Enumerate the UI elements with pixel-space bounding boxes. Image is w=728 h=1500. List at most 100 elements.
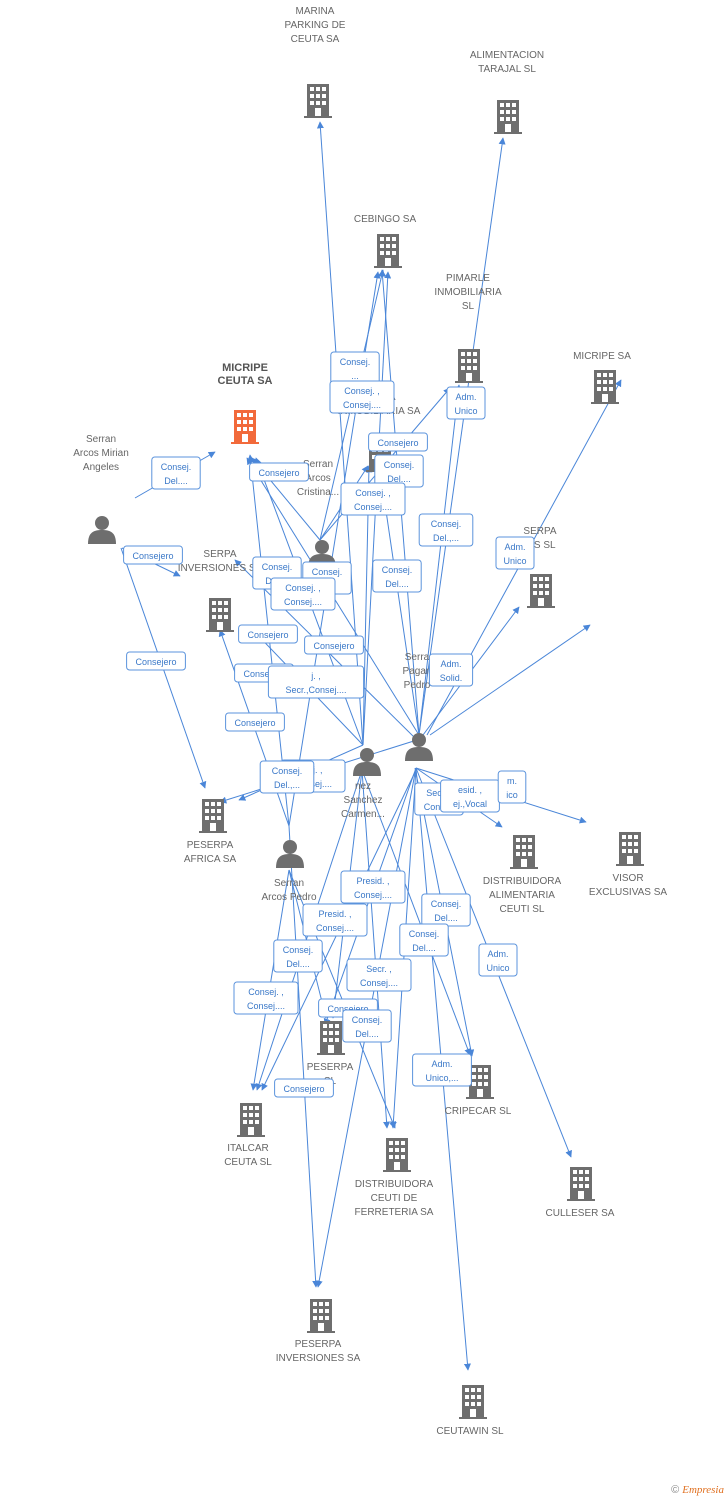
- edge-label-box: [274, 1078, 334, 1098]
- edge-role-label[interactable]: esid. ,ej.,Vocal: [440, 779, 500, 813]
- edge-role-label[interactable]: Consej....: [330, 351, 380, 385]
- edge-role-label[interactable]: Consej. ,Consej....: [329, 380, 395, 414]
- edge-label-box: [329, 380, 395, 414]
- edge-label-text: Del....: [164, 476, 188, 486]
- edge-role-label[interactable]: Presid. ,Consej....: [340, 870, 406, 904]
- edge-role-label[interactable]: Consej.Del....: [273, 939, 323, 973]
- company-label: FERRETERIA SA: [355, 1207, 434, 1218]
- edge-label-box: [346, 958, 412, 992]
- edge-role-label[interactable]: Consejero: [249, 462, 309, 482]
- building-icon: [199, 799, 227, 833]
- edge-label-text: Consej....: [354, 890, 392, 900]
- edge-role-label[interactable]: Consejero: [238, 624, 298, 644]
- edge-label-box: [428, 653, 474, 687]
- edge-label-text: Consej.: [431, 899, 462, 909]
- footer-brand[interactable]: © Empresia: [671, 1484, 724, 1496]
- edge-label-text: Del....: [412, 943, 436, 953]
- edge-role-label[interactable]: Adm.Unico: [478, 943, 518, 977]
- company-label: TARAJAL SL: [478, 64, 536, 75]
- company-label: SL: [462, 301, 475, 312]
- company-label: EXCLUSIVAS SA: [589, 887, 668, 898]
- edge-role-label[interactable]: Consej.Del.,...: [259, 760, 315, 794]
- edge-label-text: Solid.: [440, 673, 463, 683]
- edge-label-text: Consej.: [312, 567, 343, 577]
- company-node-culleser[interactable]: CULLESER SA: [546, 1167, 615, 1219]
- person-label: Serran: [303, 459, 333, 470]
- edge-label-text: Consej....: [354, 502, 392, 512]
- edge-role-label[interactable]: Consej.Del....: [151, 456, 201, 490]
- edge-role-label[interactable]: Consej.Del....: [399, 923, 449, 957]
- person-node-cristina[interactable]: SerranArcosCristina...: [297, 459, 339, 568]
- edge-label-box: [270, 577, 336, 611]
- edge-role-label[interactable]: Consej. ,Consej....: [233, 981, 299, 1015]
- person-node-carmen[interactable]: nezSanchezCarmen...: [341, 748, 385, 820]
- edge-label-text: Consej. ,: [285, 583, 321, 593]
- edge-label-text: Consejero: [313, 641, 354, 651]
- edge-label-box: [418, 513, 474, 547]
- edge-label-box: [273, 939, 323, 973]
- edge-role-label[interactable]: Consejero: [126, 651, 186, 671]
- edge-role-label[interactable]: Consej.Del.,...: [418, 513, 474, 547]
- edge-role-label[interactable]: Consej.Del....: [374, 454, 424, 488]
- edge-role-label[interactable]: Secr. ,Consej....: [346, 958, 412, 992]
- edge-label-box: [233, 981, 299, 1015]
- company-label: MICRIPE: [222, 362, 268, 374]
- edge-role-label[interactable]: Consej.Del....: [372, 559, 422, 593]
- edge-role-label[interactable]: Consej. ,Consej....: [340, 482, 406, 516]
- edge-role-label[interactable]: Consejero: [274, 1078, 334, 1098]
- person-label: Pedro: [404, 680, 431, 691]
- edge-label-box: [446, 386, 486, 420]
- edge-label-box: [304, 635, 364, 655]
- edge-role-label[interactable]: Adm.Unico: [495, 536, 535, 570]
- edge-label-box: [497, 770, 527, 804]
- edge-role-label[interactable]: Consej.Del....: [342, 1009, 392, 1043]
- person-icon: [276, 840, 304, 868]
- person-icon: [88, 516, 116, 544]
- edge-role-label[interactable]: Adm.Unico: [446, 386, 486, 420]
- company-label: CEUTA SA: [218, 375, 273, 387]
- edge-label-text: Consej....: [316, 923, 354, 933]
- edge-label-text: Consej.: [272, 766, 303, 776]
- company-node-ceutawin[interactable]: CEUTAWIN SL: [436, 1385, 504, 1437]
- company-node-cripecar[interactable]: CRIPECAR SL: [445, 1065, 512, 1117]
- company-node-cebingo[interactable]: CEBINGO SA: [354, 214, 417, 268]
- edge-role-label[interactable]: Presid. ,Consej....: [302, 903, 368, 937]
- edge-label-text: Secr.,Consej....: [285, 685, 346, 695]
- edge-role-label[interactable]: Consej. Del....: [421, 893, 471, 927]
- edge-label-text: Consej....: [284, 597, 322, 607]
- person-label: Arcos Pedro: [261, 892, 316, 903]
- edge-label-box: [267, 665, 365, 699]
- edge-label-text: Del....: [434, 913, 458, 923]
- company-label: PESERPA: [187, 840, 234, 851]
- edge-role-label[interactable]: Adm.Solid.: [428, 653, 474, 687]
- edge-role-label[interactable]: Consejero: [225, 712, 285, 732]
- company-label: PARKING DE: [285, 20, 346, 31]
- edge-role-label[interactable]: Consejero: [123, 545, 183, 565]
- edge-role-label[interactable]: Adm.Unico,...: [412, 1053, 472, 1087]
- edge-label-text: Unico: [503, 556, 526, 566]
- edge-label-box: [340, 870, 406, 904]
- edge-role-label[interactable]: Consejero: [304, 635, 364, 655]
- edge-role-label[interactable]: m.ico: [497, 770, 527, 804]
- company-label: INVERSIONES SA: [276, 1353, 361, 1364]
- edge-role-label[interactable]: Consejero: [368, 432, 428, 452]
- edge-label-text: Consej.: [384, 460, 415, 470]
- edge-role-label[interactable]: j. ,Secr.,Consej....: [267, 665, 365, 699]
- edge-role-label[interactable]: Consej. , Consej....: [270, 577, 336, 611]
- company-node-micripe-sa[interactable]: MICRIPE SA: [573, 351, 631, 404]
